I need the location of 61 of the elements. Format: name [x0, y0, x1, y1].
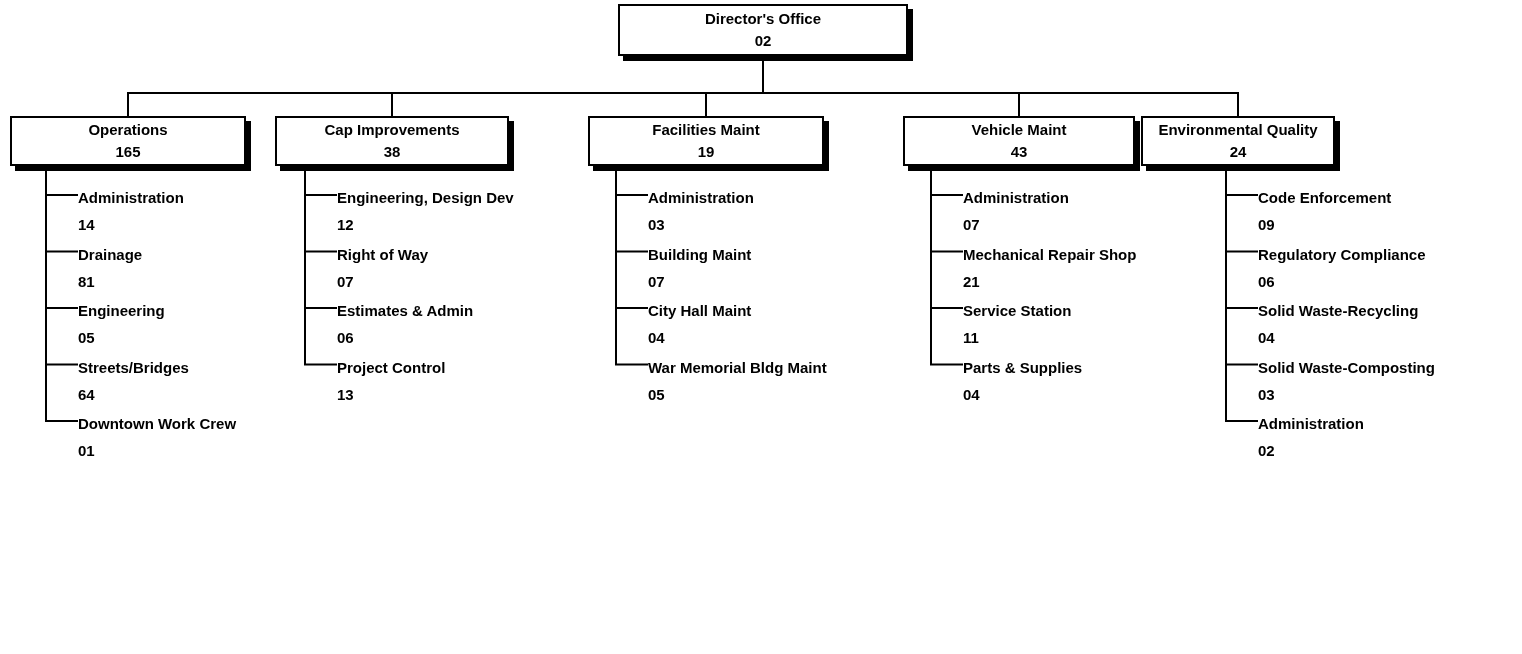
staff-count: 07 — [337, 271, 355, 292]
staff-count: 03 — [1258, 384, 1276, 405]
staff-count: 13 — [337, 384, 355, 405]
unit-name: Facilities Maint — [652, 120, 760, 140]
unit-name: Service Station — [963, 301, 1072, 321]
unit-name: Operations — [88, 120, 168, 140]
staff-count: 19 — [697, 142, 715, 162]
unit-name: Solid Waste-Composting — [1258, 357, 1435, 378]
unit-name: Drainage — [78, 244, 143, 265]
staff-count: 01 — [78, 441, 96, 461]
staff-count: 21 — [963, 271, 981, 292]
connector-line — [304, 169, 338, 366]
staff-count: 02 — [754, 31, 772, 51]
staff-count: 64 — [78, 384, 96, 405]
staff-count: 03 — [648, 215, 666, 235]
staff-count: 43 — [1010, 142, 1028, 162]
staff-count: 02 — [1258, 441, 1276, 461]
staff-count: 81 — [78, 271, 96, 292]
unit-name: Environmental Quality — [1158, 120, 1318, 140]
connector-line — [930, 169, 964, 366]
unit-name: Regulatory Compliance — [1258, 244, 1426, 265]
staff-count: 07 — [963, 215, 981, 235]
unit-name: Right of Way — [337, 244, 429, 265]
staff-count: 07 — [648, 271, 666, 292]
unit-name: Streets/Bridges — [78, 357, 189, 378]
unit-name: Administration — [1258, 414, 1364, 434]
staff-count: 14 — [78, 215, 96, 235]
staff-count: 12 — [337, 215, 355, 235]
staff-count: 24 — [1229, 142, 1247, 162]
unit-name: Director's Office — [704, 9, 822, 29]
staff-count: 06 — [337, 328, 355, 348]
connector-line — [1225, 169, 1259, 422]
unit-name: Building Maint — [648, 244, 752, 265]
unit-name: Mechanical Repair Shop — [963, 244, 1137, 265]
unit-name: Code Enforcement — [1258, 188, 1392, 208]
staff-count: 165 — [115, 142, 141, 162]
unit-name: Vehicle Maint — [971, 120, 1067, 140]
staff-count: 11 — [963, 328, 980, 348]
staff-count: 05 — [78, 328, 96, 348]
unit-name: Administration — [78, 188, 184, 208]
unit-name: Project Control — [337, 357, 446, 378]
unit-name: Estimates & Admin — [337, 301, 474, 321]
unit-name: Solid Waste-Recycling — [1258, 301, 1419, 321]
staff-count: 38 — [383, 142, 401, 162]
connector-line — [615, 169, 649, 366]
connector-line — [45, 169, 79, 422]
unit-name: Administration — [963, 188, 1069, 208]
unit-name: Cap Improvements — [324, 120, 460, 140]
unit-name: Parts & Supplies — [963, 357, 1083, 378]
staff-count: 04 — [648, 328, 666, 348]
unit-name: City Hall Maint — [648, 301, 752, 321]
unit-name: Administration — [648, 188, 754, 208]
unit-name: War Memorial Bldg Maint — [648, 357, 827, 378]
staff-count: 05 — [648, 384, 666, 405]
staff-count: 06 — [1258, 271, 1276, 292]
unit-name: Downtown Work Crew — [78, 414, 237, 434]
staff-count: 04 — [963, 384, 981, 405]
staff-count: 04 — [1258, 328, 1276, 348]
unit-name: Engineering, Design Dev — [337, 188, 514, 208]
unit-name: Engineering — [78, 301, 165, 321]
staff-count: 09 — [1258, 215, 1276, 235]
